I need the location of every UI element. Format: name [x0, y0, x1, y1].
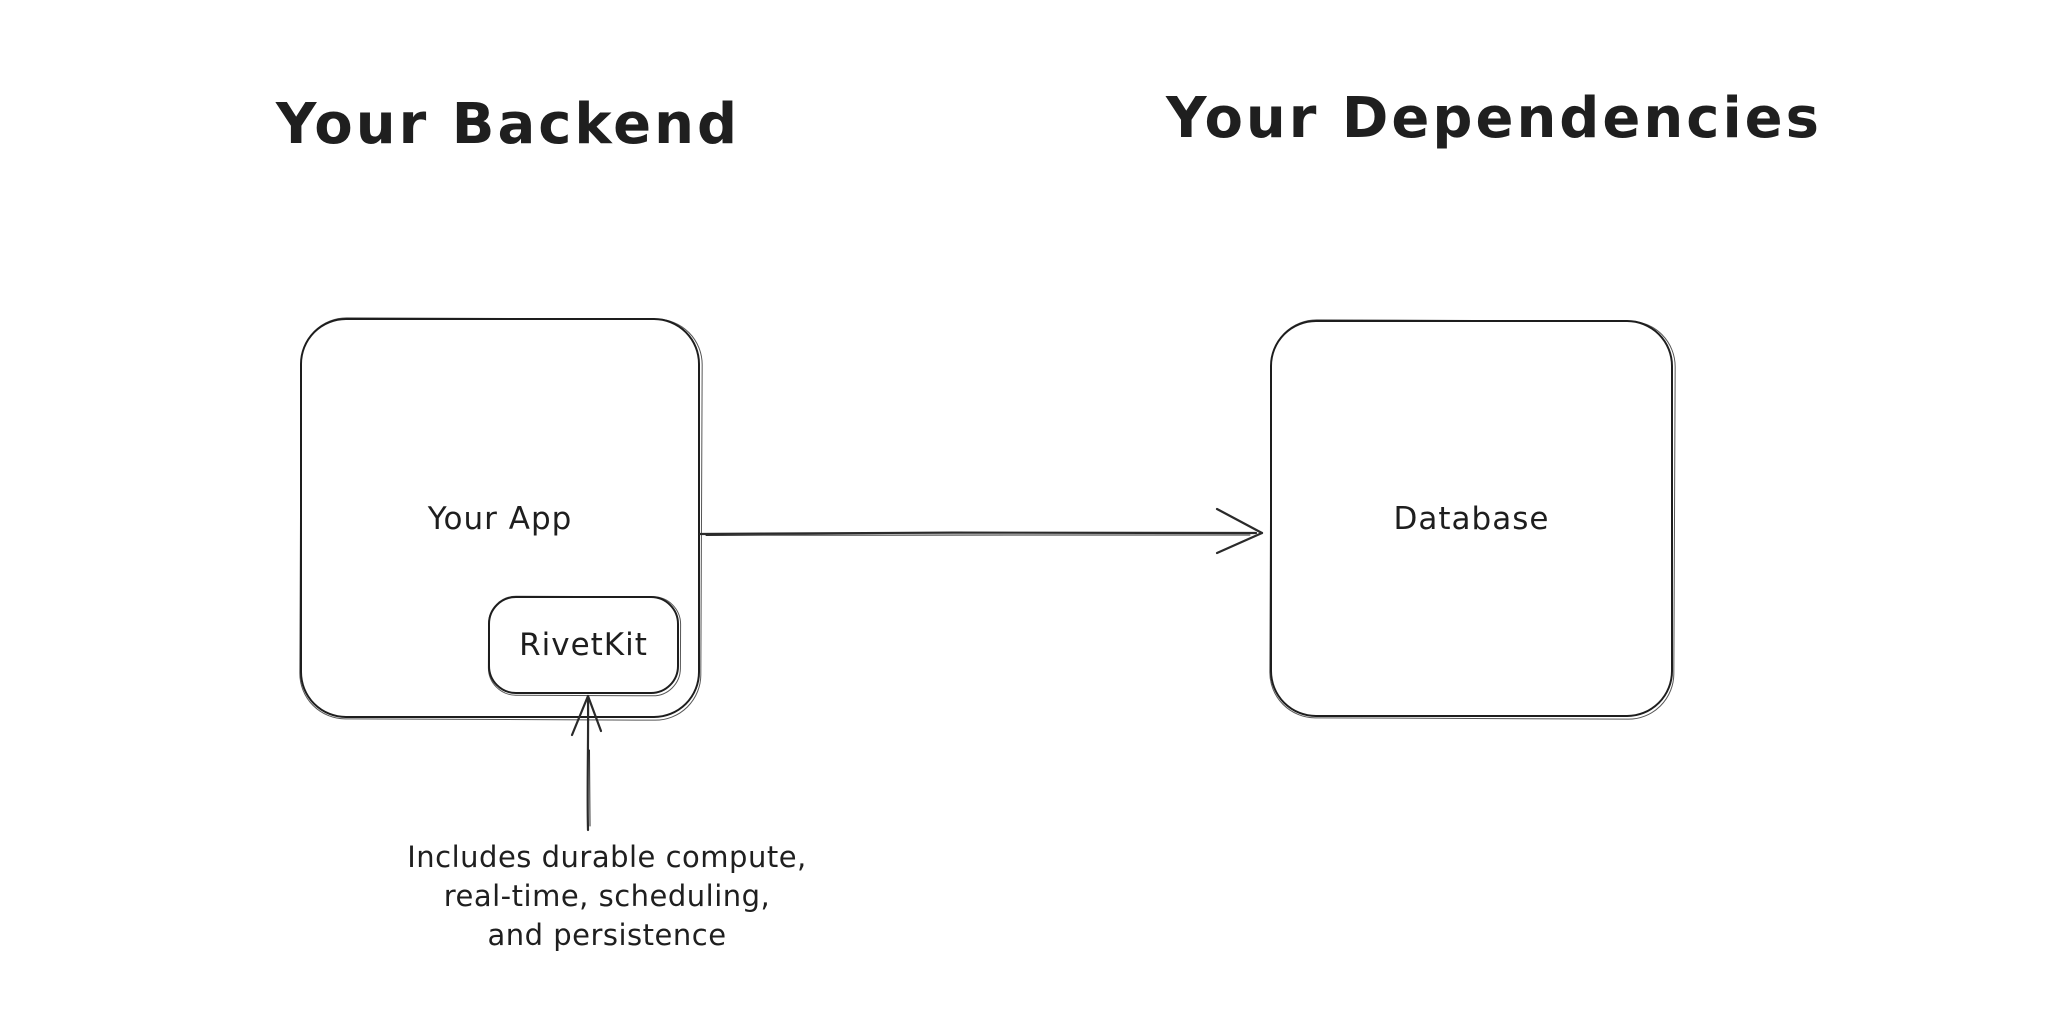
database-label: Database	[1393, 500, 1550, 537]
section-title-your-backend: Your Backend	[275, 92, 741, 157]
caption-line-2: real-time, scheduling,	[443, 879, 771, 913]
rivetkit-box: RivetKit	[488, 596, 679, 694]
your-app-box: Your App	[300, 318, 700, 718]
database-box: Database	[1270, 320, 1673, 717]
rivetkit-label: RivetKit	[519, 627, 648, 663]
section-title-your-dependencies: Your Dependencies	[1166, 86, 1822, 151]
caption-line-3: and persistence	[487, 918, 727, 952]
caption-line-1: Includes durable compute,	[407, 840, 807, 874]
arrow-app-to-database	[698, 507, 1264, 555]
your-app-label: Your App	[427, 501, 573, 537]
rivetkit-caption: Includes durable compute, real-time, sch…	[407, 838, 807, 955]
